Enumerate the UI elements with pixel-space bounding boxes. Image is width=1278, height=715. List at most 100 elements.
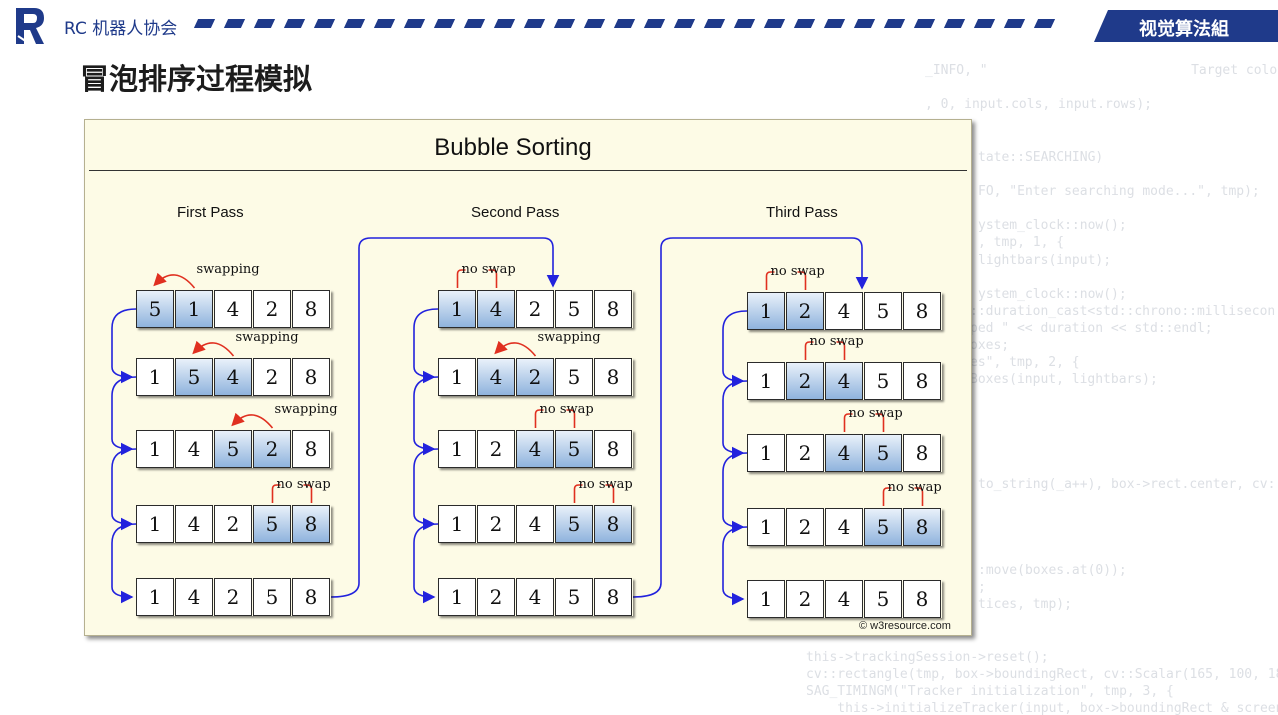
array-cell: 4 bbox=[825, 292, 863, 330]
array-cell: 8 bbox=[292, 358, 330, 396]
array-cell: 2 bbox=[477, 505, 515, 543]
no-swap-label: no swap bbox=[578, 477, 633, 492]
header-dash bbox=[433, 19, 456, 28]
array-cell: 2 bbox=[253, 430, 291, 468]
background-code-line: es", tmp, 2, { bbox=[970, 355, 1080, 370]
array-cell: 8 bbox=[903, 508, 941, 546]
background-code-line: this->trackingSession->reset(); bbox=[806, 650, 1049, 665]
flow-arrows bbox=[111, 237, 924, 606]
array-cell: 4 bbox=[825, 508, 863, 546]
array-cell: 4 bbox=[825, 580, 863, 618]
array-cell: 2 bbox=[477, 430, 515, 468]
no-swap-label: no swap bbox=[461, 262, 516, 277]
array-cell: 4 bbox=[175, 430, 213, 468]
no-swap-label: no swap bbox=[887, 480, 942, 495]
no-swap-bracket bbox=[797, 271, 807, 290]
header-dash bbox=[853, 19, 876, 28]
header-dash bbox=[823, 19, 846, 28]
array-cell: 1 bbox=[438, 358, 476, 396]
header-dash bbox=[1003, 19, 1026, 28]
array-cell: 2 bbox=[786, 580, 824, 618]
figure-title: Bubble Sorting bbox=[434, 134, 592, 161]
no-swap-bracket bbox=[534, 409, 544, 428]
header-dash bbox=[283, 19, 306, 28]
array-cell: 4 bbox=[516, 505, 554, 543]
flow-arrow bbox=[111, 308, 137, 384]
array-cell: 2 bbox=[516, 358, 554, 396]
array-cell: 1 bbox=[136, 358, 174, 396]
flow-arrow bbox=[722, 380, 748, 460]
credit-text: w3resource.com bbox=[870, 620, 951, 632]
header-dash bbox=[583, 19, 606, 28]
array-cell: 8 bbox=[292, 578, 330, 616]
background-code-line: cv::rectangle(tmp, box->boundingRect, cv… bbox=[806, 667, 1278, 682]
group-banner bbox=[1094, 10, 1278, 42]
swapping-label: swapping bbox=[274, 402, 338, 417]
array-cell: 4 bbox=[175, 505, 213, 543]
no-swap-label: no swap bbox=[809, 334, 864, 349]
array-cell: 2 bbox=[214, 578, 252, 616]
array-cell: 2 bbox=[477, 578, 515, 616]
header-dash bbox=[913, 19, 936, 28]
swap-arrow bbox=[192, 340, 235, 357]
array-cell: 5 bbox=[175, 358, 213, 396]
swap-arrow bbox=[231, 412, 274, 429]
header-dash bbox=[763, 19, 786, 28]
array-cell: 4 bbox=[477, 290, 515, 328]
array-cell: 4 bbox=[214, 290, 252, 328]
array-cell: 1 bbox=[136, 578, 174, 616]
no-swap-label: no swap bbox=[276, 477, 331, 492]
background-code-line: Boxes(input, lightbars); bbox=[970, 372, 1158, 387]
background-code-line: ystem_clock::now(); bbox=[978, 287, 1127, 302]
pass-label-second: Second Pass bbox=[471, 204, 560, 221]
header-dash bbox=[313, 19, 336, 28]
array-cell: 4 bbox=[477, 358, 515, 396]
no-swap-label: no swap bbox=[539, 402, 594, 417]
no-swap-bracket bbox=[882, 487, 892, 506]
array-cell: 5 bbox=[864, 362, 902, 400]
no-swap-bracket bbox=[765, 271, 775, 290]
array-cell: 5 bbox=[555, 505, 593, 543]
array-cell: 8 bbox=[903, 362, 941, 400]
header-dash bbox=[643, 19, 666, 28]
array-cell: 4 bbox=[516, 578, 554, 616]
figure-credit: © w3resource.com bbox=[859, 620, 951, 632]
pass-transition-arrow bbox=[632, 237, 869, 598]
header-dash bbox=[253, 19, 276, 28]
array-cell: 5 bbox=[214, 430, 252, 468]
array-cell: 8 bbox=[594, 358, 632, 396]
array-cell: 8 bbox=[594, 578, 632, 616]
array-cell: 1 bbox=[438, 505, 476, 543]
background-code-line: ystem_clock::now(); bbox=[978, 218, 1127, 233]
array-cell: 8 bbox=[903, 434, 941, 472]
pass-transition-arrow bbox=[330, 237, 560, 598]
array-cell: 2 bbox=[253, 290, 291, 328]
array-cell: 5 bbox=[864, 292, 902, 330]
background-code-line: lightbars(input); bbox=[978, 253, 1112, 268]
group-label: 视觉算法組 bbox=[1139, 19, 1229, 40]
no-swap-bracket bbox=[875, 413, 885, 432]
pass-label-first: First Pass bbox=[177, 204, 244, 221]
array-cell: 8 bbox=[292, 505, 330, 543]
array-cell: 2 bbox=[253, 358, 291, 396]
array-cell: 5 bbox=[555, 430, 593, 468]
flow-arrow bbox=[722, 452, 748, 534]
background-code-line: ; bbox=[978, 580, 986, 595]
array-cell: 2 bbox=[516, 290, 554, 328]
header-dash bbox=[493, 19, 516, 28]
array-cell: 5 bbox=[136, 290, 174, 328]
no-swap-bracket bbox=[271, 484, 281, 503]
swap-arrow bbox=[153, 272, 196, 289]
array-cell: 5 bbox=[555, 578, 593, 616]
no-swap-bracket bbox=[566, 409, 576, 428]
no-swap-bracket bbox=[456, 269, 466, 288]
array-cell: 1 bbox=[136, 430, 174, 468]
background-code-line: to_string(_a++), box->rect.center, cv:: bbox=[978, 477, 1278, 492]
header-bar: RC 机器人协会 视觉算法組 bbox=[0, 0, 1278, 48]
flow-arrow bbox=[111, 523, 137, 604]
no-swap-bracket bbox=[843, 413, 853, 432]
array-cell: 2 bbox=[786, 362, 824, 400]
no-swap-bracket bbox=[605, 484, 615, 503]
background-code-line: tate::SEARCHING) bbox=[978, 150, 1104, 165]
header-dash bbox=[703, 19, 726, 28]
